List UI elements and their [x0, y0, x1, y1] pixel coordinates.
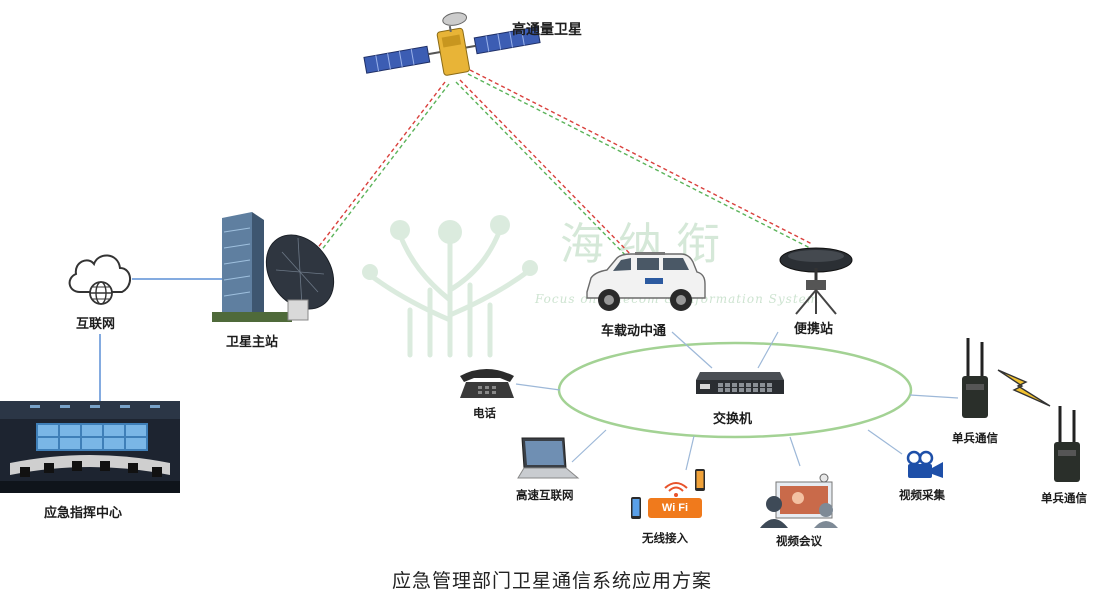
satellite-label: 高通量卫星 — [512, 22, 582, 38]
soldier-radio-label-2: 单兵通信 — [1041, 491, 1087, 505]
radio-icon-1 — [962, 338, 988, 418]
command-center-label: 应急指挥中心 — [44, 506, 123, 521]
laptop-label: 高速互联网 — [516, 488, 574, 502]
video-capture-label: 视频采集 — [899, 488, 945, 502]
satellite-link-portable — [467, 69, 813, 249]
lightning-icon — [997, 369, 1051, 407]
portable-station-label: 便携站 — [794, 322, 834, 337]
wireless-label: 无线接入 — [642, 531, 688, 545]
satellite-link-vehicle — [455, 79, 639, 265]
wire-phone-ring — [515, 383, 561, 391]
laptop-icon — [517, 437, 580, 479]
phone-icon — [460, 369, 514, 398]
vehicle-icon — [586, 252, 706, 311]
satellite-link-ground-station — [309, 81, 450, 261]
wifi-signal-icon — [664, 482, 688, 497]
wire-soldier-ring — [909, 394, 959, 399]
vehicle-label: 车载动中通 — [601, 324, 667, 339]
video-camera-icon — [906, 450, 943, 478]
satellite-icon — [363, 12, 541, 76]
watermark-tree-icon — [362, 215, 538, 358]
soldier-radio-label-1: 单兵通信 — [952, 431, 998, 445]
phone-label: 电话 — [473, 406, 496, 420]
ground-station-label: 卫星主站 — [226, 335, 279, 350]
ground-station-icon — [212, 212, 335, 322]
wire-vehicle-switch — [671, 331, 713, 369]
command-center-icon — [0, 401, 180, 493]
wifi-badge: Wi Fi — [648, 498, 702, 518]
switch-label: 交换机 — [713, 412, 753, 427]
wire-video-capture-ring — [867, 429, 903, 455]
internet-label: 互联网 — [76, 317, 116, 332]
phone-top-icon — [695, 469, 705, 491]
wire-video-conf-ring — [789, 436, 801, 467]
portable-station-icon — [779, 247, 853, 315]
wire-wireless-ring — [685, 435, 695, 471]
switch-icon — [696, 372, 784, 394]
globe-icon — [89, 281, 113, 305]
wire-laptop-ring — [571, 429, 607, 463]
wire-portable-switch — [757, 331, 779, 369]
figure-caption: 应急管理部门卫星通信系统应用方案 — [391, 570, 712, 592]
video-conference-label: 视频会议 — [776, 534, 822, 548]
cloud-icon — [68, 254, 131, 293]
video-conference-icon — [760, 473, 838, 528]
radio-icon-2 — [1054, 406, 1080, 482]
wifi-badge-text: Wi Fi — [661, 502, 689, 514]
phone-left-icon — [631, 497, 641, 519]
